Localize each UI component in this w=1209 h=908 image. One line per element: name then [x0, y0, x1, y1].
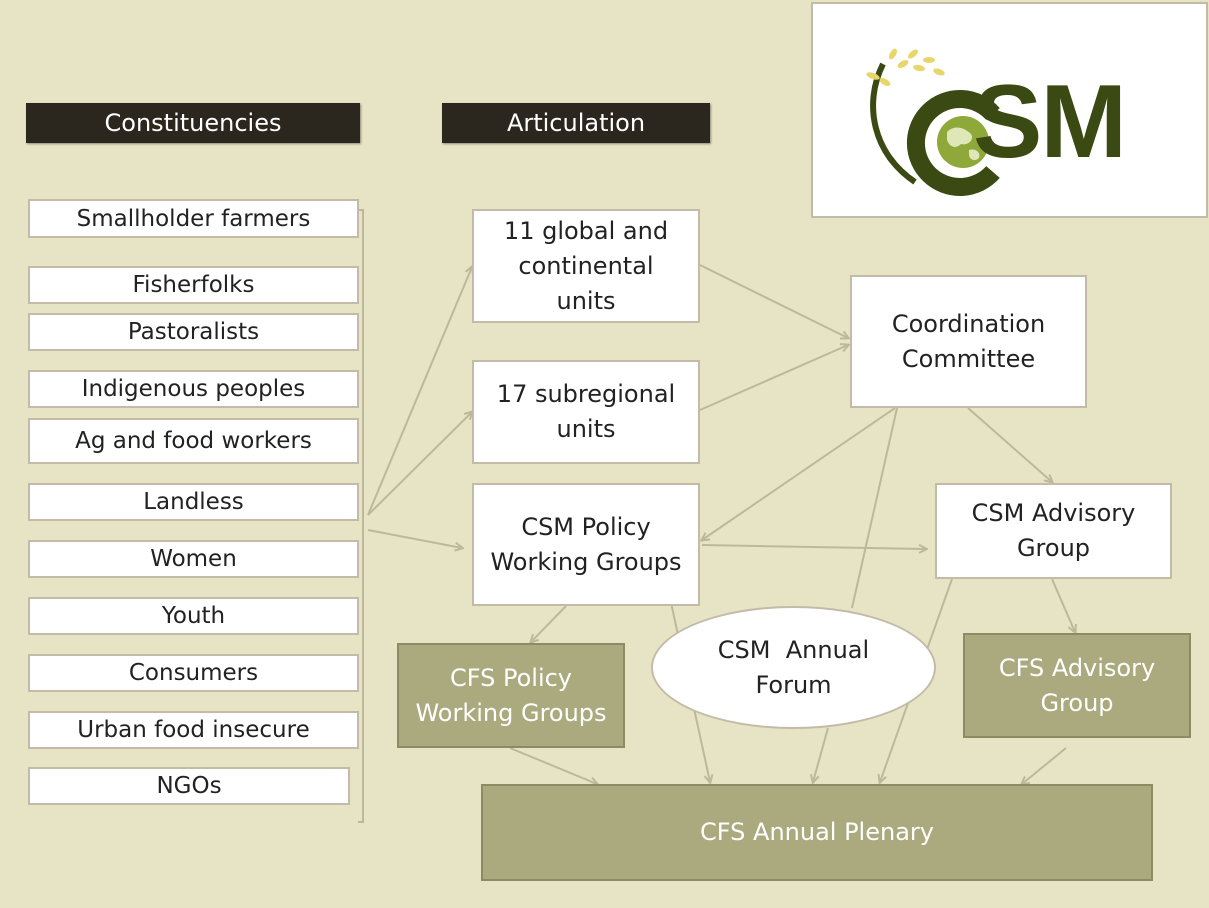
node-coordination-line1: Coordination — [891, 309, 1046, 338]
node-cfs-policy-working-groups: CFS Policy Working Groups — [397, 643, 625, 748]
articulation-header: Articulation — [442, 103, 710, 143]
arrow-cfs-advisory-to-plenary — [1022, 747, 1067, 784]
arrow-coordination-to-advisory — [967, 407, 1052, 482]
arrow-forum-to-plenary — [813, 727, 829, 782]
node-forum-line2: Forum — [755, 670, 832, 699]
node-csm-advisory-group: CSM Advisory Group — [935, 483, 1172, 579]
node-coordination-committee: Coordination Committee — [850, 275, 1087, 408]
constituency-landless: Landless — [28, 483, 359, 521]
arrow-constituencies-to-global — [367, 267, 472, 516]
constituency-fisherfolks: Fisherfolks — [28, 266, 359, 304]
node-subregional-line1: 17 subregional — [496, 380, 676, 408]
constituencies-header: Constituencies — [26, 103, 360, 143]
node-cfs-annual-plenary: CFS Annual Plenary — [481, 784, 1153, 881]
csm-logo: SM — [811, 2, 1208, 218]
node-cfs-advisory-line1: CFS Advisory — [998, 653, 1156, 682]
constituency-women: Women — [28, 540, 359, 578]
arrow-policy-wg-to-cfs-policy — [531, 605, 567, 642]
logo-text: SM — [973, 64, 1127, 180]
constituency-pastoralists: Pastoralists — [28, 313, 359, 351]
constituencies-bracket — [358, 209, 364, 823]
arrow-constituencies-to-policy-wg — [367, 529, 462, 548]
arrow-cfs-policy-to-plenary — [509, 747, 597, 784]
node-global-continental-units: 11 global and continental units — [472, 209, 700, 323]
wheat-globe-icon — [866, 48, 1000, 196]
node-subregional-line2: units — [556, 415, 616, 443]
node-subregional-units: 17 subregional units — [472, 360, 700, 464]
node-cfs-policy-line1: CFS Policy — [449, 663, 573, 692]
arrow-subregional-to-coordination — [699, 345, 848, 411]
node-global-line2: continental — [518, 251, 654, 280]
line-coordination-to-forum — [851, 407, 898, 609]
constituency-consumers: Consumers — [28, 654, 359, 692]
node-global-line1: 11 global and — [503, 216, 669, 245]
node-policy-wg-line2: Working Groups — [490, 547, 682, 576]
arrow-global-to-coordination — [699, 264, 848, 338]
arrow-constituencies-to-subregional — [367, 412, 472, 516]
constituency-youth: Youth — [28, 597, 359, 635]
node-csm-policy-working-groups: CSM Policy Working Groups — [472, 483, 700, 606]
node-coordination-line2: Committee — [901, 344, 1036, 373]
node-csm-annual-forum: CSM Annual Forum — [651, 606, 936, 729]
node-cfs-advisory-group: CFS Advisory Group — [963, 633, 1191, 738]
node-forum-line1: CSM Annual — [717, 635, 870, 664]
node-advisory-line1: CSM Advisory — [971, 499, 1136, 527]
constituency-ag-food-workers: Ag and food workers — [28, 418, 359, 464]
constituency-indigenous-peoples: Indigenous peoples — [28, 370, 359, 408]
node-advisory-line2: Group — [1016, 534, 1091, 562]
constituency-smallholder-farmers: Smallholder farmers — [28, 199, 359, 238]
arrow-coordination-to-policy-wg — [702, 407, 896, 540]
node-policy-wg-line1: CSM Policy — [521, 512, 651, 541]
constituency-ngos: NGOs — [28, 767, 350, 805]
constituency-urban-food-insecure: Urban food insecure — [28, 711, 359, 749]
node-global-line3: units — [556, 286, 616, 315]
node-cfs-advisory-line2: Group — [1040, 688, 1114, 717]
arrow-advisory-to-cfs-advisory — [1051, 578, 1075, 632]
arrow-policy-wg-to-advisory — [701, 545, 926, 549]
node-cfs-policy-line2: Working Groups — [415, 698, 607, 727]
